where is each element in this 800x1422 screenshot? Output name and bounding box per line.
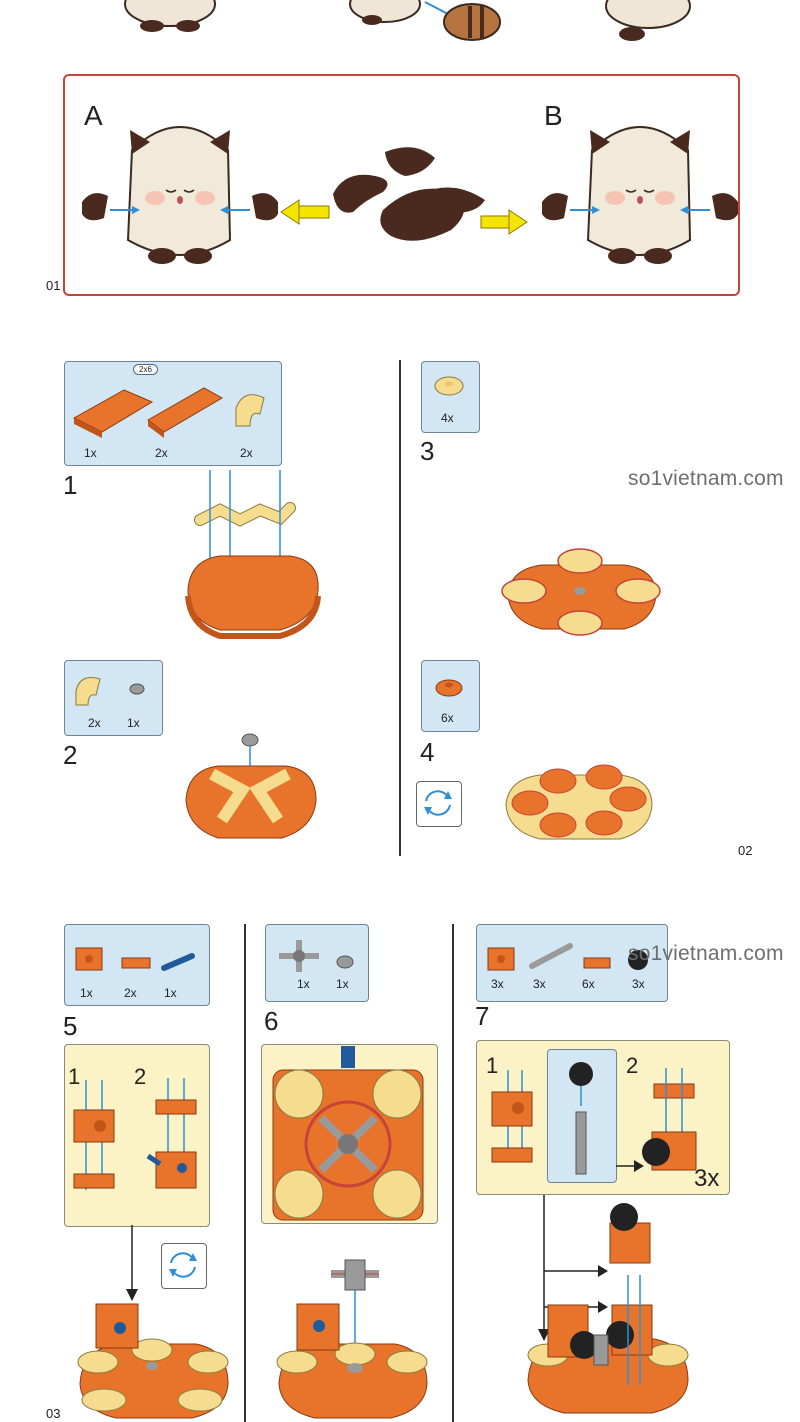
rotate-arrows-icon xyxy=(424,790,452,816)
step4-count: 6x xyxy=(441,711,454,725)
step3-number: 3 xyxy=(420,436,435,466)
step5-build xyxy=(77,1303,229,1419)
step7-count-4: 3x xyxy=(632,977,645,991)
step5-count-2: 2x xyxy=(124,986,137,1000)
step7-number: 7 xyxy=(475,1001,490,1031)
step6-count-2: 1x xyxy=(336,977,349,991)
step4-part xyxy=(435,679,463,697)
step6-build xyxy=(276,1259,428,1419)
watermark-2: so1vietnam.com xyxy=(628,942,784,965)
step3-build xyxy=(501,548,661,636)
step6-number: 6 xyxy=(264,1006,279,1036)
step7-count-1: 3x xyxy=(491,977,504,991)
step6-parts xyxy=(279,940,354,972)
step5-sub-build xyxy=(73,1078,197,1190)
step7-count-3: 6x xyxy=(582,977,595,991)
step2-build xyxy=(185,733,317,839)
page3-divider-1 xyxy=(244,924,246,1422)
step1-parts xyxy=(72,387,265,438)
step7-parts xyxy=(487,943,648,971)
step2-number: 2 xyxy=(63,740,78,770)
step6-top-view xyxy=(272,1046,424,1221)
panda-character-a xyxy=(82,126,278,264)
step5-arrow xyxy=(126,1225,138,1301)
step5-parts xyxy=(75,947,195,971)
page-number-02: 02 xyxy=(738,843,753,858)
step7-sub2-label: 2 xyxy=(626,1053,639,1078)
loose-arms-center xyxy=(280,147,528,241)
step5-sub2-label: 2 xyxy=(134,1064,147,1089)
page-number-03: 03 xyxy=(46,1406,61,1421)
assembly-panel-ab xyxy=(63,74,740,296)
step1-count-3: 2x xyxy=(240,446,253,460)
step1-count-1: 1x xyxy=(84,446,97,460)
size-tag: 2x6 xyxy=(133,364,158,375)
rotate-arrows-icon-2 xyxy=(169,1252,197,1278)
step7-build xyxy=(527,1195,689,1414)
step3-count: 4x xyxy=(441,411,454,425)
step1-build xyxy=(185,470,321,639)
step5-count-3: 1x xyxy=(164,986,177,1000)
step1-count-2: 2x xyxy=(155,446,168,460)
step5-sub1-label: 1 xyxy=(68,1064,81,1089)
step7-sub1-label: 1 xyxy=(486,1053,499,1078)
page2-divider xyxy=(399,360,401,856)
step3-part xyxy=(434,376,464,396)
step1-number: 1 xyxy=(63,470,78,500)
panda-character-b xyxy=(542,126,738,264)
step6-count-1: 1x xyxy=(297,977,310,991)
step5-count-1: 1x xyxy=(80,986,93,1000)
step2-parts xyxy=(75,677,145,706)
step7-count-2: 3x xyxy=(533,977,546,991)
step5-number: 5 xyxy=(63,1011,78,1041)
rotate-icon-page3 xyxy=(161,1243,207,1289)
step4-build xyxy=(505,764,653,840)
step7-multiplier: 3x xyxy=(694,1165,720,1192)
rotate-icon-page2 xyxy=(416,781,462,827)
top-characters-cropped xyxy=(124,0,691,41)
page-number-01: 01 xyxy=(46,278,61,293)
step2-count-2: 1x xyxy=(127,716,140,730)
step3-parts-box xyxy=(421,361,480,433)
step2-count-1: 2x xyxy=(88,716,101,730)
label-b: B xyxy=(544,100,563,131)
step7-sub-build xyxy=(491,1062,697,1175)
label-a: A xyxy=(84,100,103,131)
step4-number: 4 xyxy=(420,737,435,767)
watermark-1: so1vietnam.com xyxy=(628,467,784,490)
page3-divider-2 xyxy=(452,924,454,1422)
